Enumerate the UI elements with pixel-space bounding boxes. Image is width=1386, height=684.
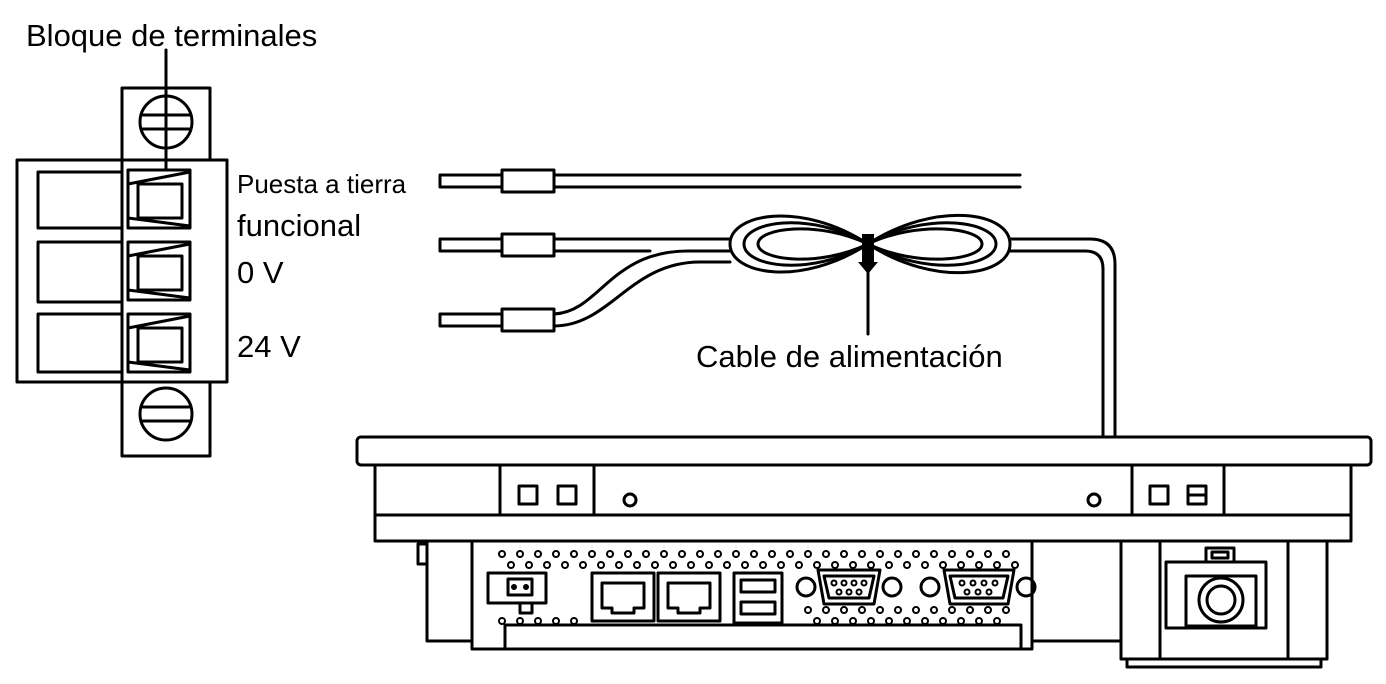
ethernet-port-2 xyxy=(656,571,722,623)
twenty-four-volt-label: 24 V xyxy=(237,329,301,364)
zero-volt-label: 0 V xyxy=(237,255,284,290)
functional-ground-label-line2: funcional xyxy=(237,208,361,243)
serial-port-2 xyxy=(919,568,1037,606)
power-input-connector xyxy=(486,571,548,615)
zero-volt-wire xyxy=(438,232,556,258)
functional-ground-label-line1: Puesta a tierra xyxy=(237,169,407,199)
usb-ports xyxy=(732,571,784,625)
terminal-clamp-0v xyxy=(126,240,192,302)
terminal-clamp-24v xyxy=(126,312,192,374)
side-module xyxy=(1119,539,1329,669)
ethernet-port-1 xyxy=(590,571,656,623)
twenty-four-volt-wire xyxy=(438,307,556,333)
terminal-block xyxy=(15,86,229,458)
terminal-block-label: Bloque de terminales xyxy=(26,18,317,53)
panel-device xyxy=(355,435,1373,669)
power-cable-label: Cable de alimentación xyxy=(696,339,1003,374)
serial-port-1 xyxy=(795,568,903,606)
terminal-clamp-ground xyxy=(126,168,192,230)
vent-holes xyxy=(498,550,1019,625)
ground-wire xyxy=(438,168,1022,194)
